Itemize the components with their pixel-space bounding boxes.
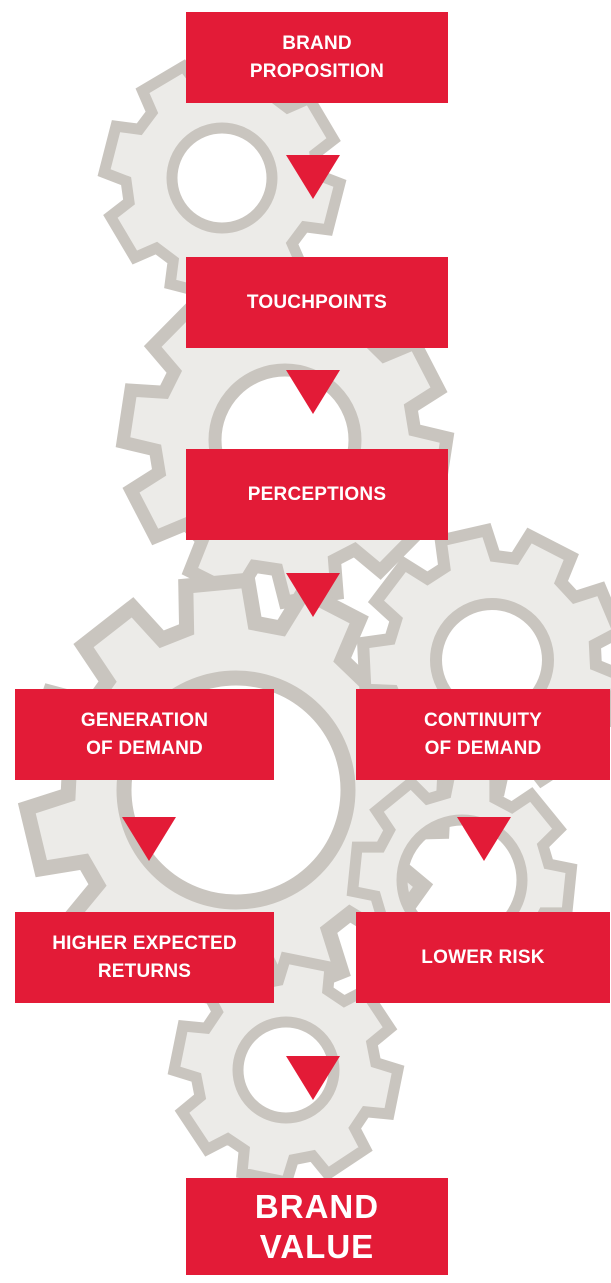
- brand-proposition-line-1: BRAND: [282, 32, 352, 54]
- brand-proposition-line-2: PROPOSITION: [249, 60, 385, 82]
- touchpoints-label: TOUCHPOINTS: [246, 291, 388, 313]
- down-arrow-icon: [286, 155, 340, 199]
- higher-expected-returns-box: HIGHER EXPECTED RETURNS: [15, 912, 274, 1003]
- lower-risk-box: LOWER RISK: [356, 912, 610, 1003]
- continuity-of-demand-line-1: CONTINUITY: [423, 709, 543, 731]
- generation-of-demand-box: GENERATION OF DEMAND: [15, 689, 274, 780]
- lower-risk-label: LOWER RISK: [421, 946, 545, 968]
- generation-of-demand-line-1: GENERATION: [80, 709, 209, 731]
- brand-value-line-1: BRAND: [254, 1187, 380, 1225]
- down-arrow-icon: [122, 817, 176, 861]
- continuity-of-demand-box: CONTINUITY OF DEMAND: [356, 689, 610, 780]
- brand-value-box: BRAND VALUE: [186, 1178, 448, 1275]
- gear-icon: [167, 951, 405, 1189]
- brand-value-line-2: VALUE: [259, 1227, 375, 1265]
- brand-proposition-box: BRAND PROPOSITION: [186, 12, 448, 103]
- higher-expected-returns-line-1: HIGHER EXPECTED: [52, 932, 237, 954]
- down-arrow-icon: [286, 573, 340, 617]
- down-arrow-icon: [457, 817, 511, 861]
- generation-of-demand-line-2: OF DEMAND: [86, 737, 203, 759]
- perceptions-box: PERCEPTIONS: [186, 449, 448, 540]
- touchpoints-box: TOUCHPOINTS: [186, 257, 448, 348]
- down-arrow-icon: [286, 1056, 340, 1100]
- continuity-of-demand-line-2: OF DEMAND: [424, 737, 542, 759]
- down-arrow-icon: [286, 370, 340, 414]
- perceptions-label: PERCEPTIONS: [247, 483, 387, 505]
- higher-expected-returns-line-2: RETURNS: [97, 960, 192, 982]
